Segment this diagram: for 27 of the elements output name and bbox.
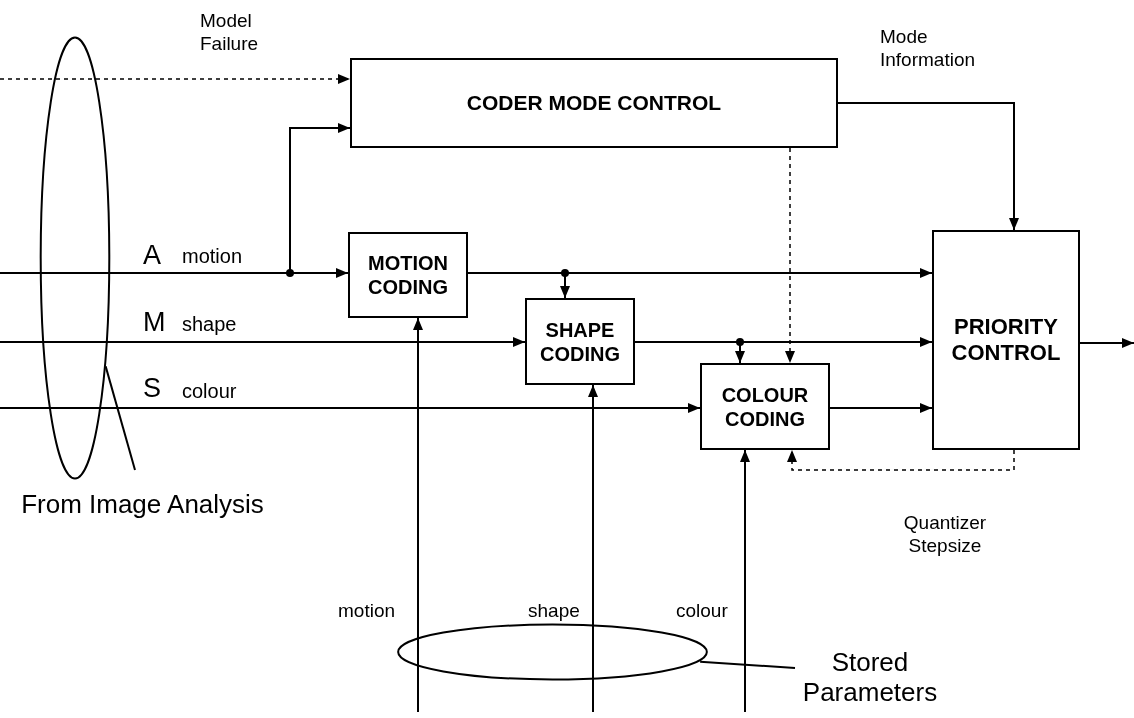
- caption-text: Stored Parameters: [795, 640, 945, 716]
- leader-line: [104, 365, 136, 471]
- arrow: [0, 403, 701, 413]
- signal-name: motion: [182, 246, 243, 266]
- arrow: [413, 317, 423, 713]
- ellipse-outline: [395, 624, 710, 680]
- arrow: [1079, 338, 1134, 348]
- process-box: SHAPE CODING: [525, 298, 635, 385]
- caption-text: From Image Analysis: [0, 470, 285, 540]
- arrow: [0, 123, 351, 274]
- arrow: [829, 403, 933, 413]
- signal-name: shape: [182, 314, 237, 334]
- arrow: [837, 102, 1019, 231]
- arrow: [634, 341, 745, 364]
- arrow: [787, 449, 1015, 471]
- arrow: [0, 74, 351, 84]
- arrow: [740, 449, 750, 713]
- leader-line: [699, 660, 796, 669]
- arrow: [785, 147, 795, 364]
- process-box: COLOUR CODING: [700, 363, 830, 450]
- arrow: [467, 272, 570, 299]
- process-box: PRIORITY CONTROL: [932, 230, 1080, 450]
- arrow: [588, 384, 598, 713]
- arrow: [0, 337, 526, 347]
- signal-name: colour: [182, 381, 237, 401]
- process-box: MOTION CODING: [348, 232, 468, 318]
- process-box: CODER MODE CONTROL: [350, 58, 838, 148]
